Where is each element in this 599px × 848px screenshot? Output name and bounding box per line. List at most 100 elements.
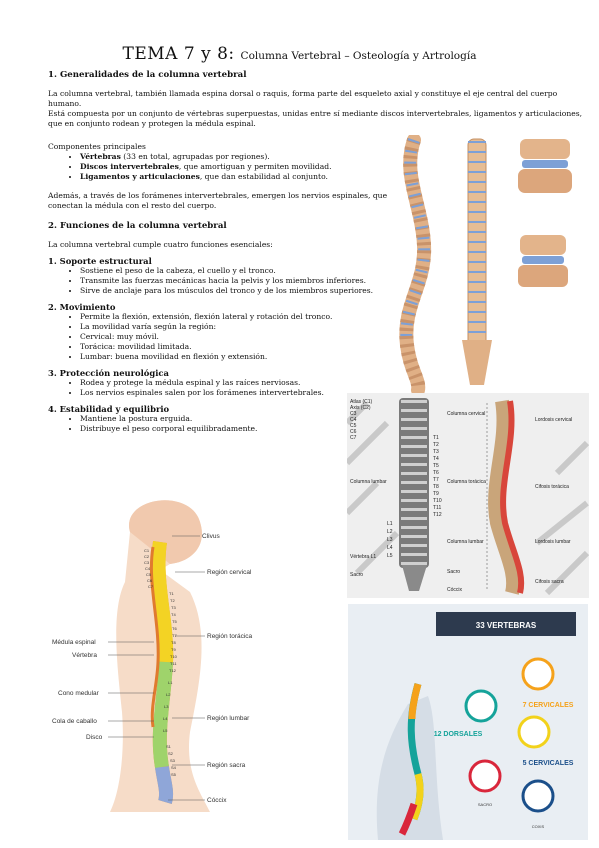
svg-text:C1: C1 [144, 548, 150, 553]
t-label: T5 [433, 463, 439, 469]
region-label: Cono medular [58, 690, 100, 697]
l-label: L3 [387, 537, 393, 543]
curve-label: C5 [350, 423, 357, 429]
list-item: Mantiene la postura erguida. [80, 414, 393, 424]
function-1-heading: 1. Soporte estructural [48, 256, 152, 266]
svg-text:S2: S2 [168, 751, 174, 756]
curve-label: Lordosis lumbar [535, 539, 571, 545]
list-item: Los nervios espinales salen por los forá… [80, 388, 393, 398]
svg-text:C6: C6 [147, 578, 153, 583]
list-item: Ligamentos y articulaciones, que dan est… [80, 172, 393, 182]
vertebra-detail-illustration [518, 139, 572, 287]
region-label: Cola de caballo [52, 718, 97, 725]
paragraph-1: La columna vertebral, también llamada es… [48, 89, 558, 108]
curve-label: Columna torácica [447, 479, 486, 485]
section-1-heading: 1. Generalidades de la columna vertebral [48, 70, 247, 80]
curve-label: Sacro [350, 572, 363, 578]
svg-text:T10: T10 [170, 654, 178, 659]
curve-label: Cóccix [447, 587, 463, 593]
list-item: Sirve de anclaje para los músculos del t… [80, 286, 393, 296]
svg-text:T2: T2 [170, 598, 175, 603]
svg-text:C3: C3 [144, 560, 150, 565]
list-item: Lumbar: buena movilidad en flexión y ext… [80, 352, 393, 362]
svg-text:T6: T6 [172, 626, 177, 631]
svg-text:S1: S1 [166, 744, 172, 749]
t-label: T9 [433, 491, 439, 497]
t-label: T1 [433, 435, 439, 441]
region-label: Región lumbar [207, 715, 250, 722]
svg-text:T7: T7 [172, 633, 177, 638]
l-label: L4 [387, 545, 393, 551]
svg-text:S3: S3 [170, 758, 176, 763]
paragraph-2: Está compuesta por un conjunto de vérteb… [48, 109, 583, 128]
svg-text:L5: L5 [163, 728, 168, 733]
lumbar-label: 5 CERVICALES [523, 760, 574, 767]
list-item: Transmite las fuerzas mecánicas hacia la… [80, 276, 393, 286]
section-2-intro: La columna vertebral cumple cuatro funci… [48, 240, 273, 249]
function-3-heading: 3. Protección neurológica [48, 368, 169, 378]
title-main: TEMA 7 y 8: [122, 44, 235, 64]
svg-text:S4: S4 [171, 765, 177, 770]
function-1-list: Sostiene el peso de la cabeza, el cuello… [48, 266, 393, 296]
region-label: Región cervical [207, 569, 252, 576]
svg-text:T3: T3 [171, 605, 176, 610]
spine-photo-image [392, 135, 588, 393]
curve-label: Columna lumbar [350, 479, 387, 485]
region-label: Vértebra [72, 652, 97, 659]
svg-text:T9: T9 [171, 647, 176, 652]
spine-curves-image: Atlas (C1) Axis (C2) C3 C4 C5 C6 C7 Colu… [347, 393, 589, 598]
curve-label: Cifosis torácica [535, 484, 569, 490]
vertebra-labels: C1 C2 C3 C4 C5 C6 C7 T1 T2 T3 T4 T5 T6 T… [144, 548, 178, 777]
curve-label: C6 [350, 429, 357, 435]
page-title: TEMA 7 y 8: Columna Vertebral – Osteolog… [0, 44, 599, 64]
components-list: Vértebras (33 en total, agrupadas por re… [48, 152, 393, 182]
function-3-list: Rodea y protege la médula espinal y las … [48, 378, 393, 398]
list-item: Distribuye el peso corporal equilibradam… [80, 424, 393, 434]
list-item: Cervical: muy móvil. [80, 332, 393, 342]
region-label: Clivus [202, 533, 220, 540]
svg-text:S5: S5 [171, 772, 177, 777]
curve-label: Vértebra L1 [350, 554, 376, 560]
region-label: Región sacra [207, 762, 246, 769]
t-label: T6 [433, 470, 439, 476]
function-2-heading: 2. Movimiento [48, 302, 116, 312]
list-item: Vértebras (33 en total, agrupadas por re… [80, 152, 393, 162]
spine-regions-image: Clivus Región cervical Región torácica R… [50, 492, 312, 827]
svg-text:L4: L4 [163, 716, 168, 721]
svg-text:T5: T5 [172, 619, 177, 624]
l-label: L5 [387, 553, 393, 559]
list-item: La movilidad varía según la región: [80, 322, 393, 332]
svg-text:L1: L1 [168, 680, 173, 685]
components-label: Componentes principales [48, 142, 146, 151]
t-label: T7 [433, 477, 439, 483]
banner-label: 33 VERTEBRAS [476, 621, 537, 630]
intro-block: La columna vertebral, también llamada es… [48, 89, 588, 129]
svg-text:T12: T12 [169, 668, 177, 673]
list-item: Torácica: movilidad limitada. [80, 342, 393, 352]
svg-text:L3: L3 [164, 704, 169, 709]
function-2-list: Permite la flexión, extensión, flexión l… [48, 312, 393, 362]
curve-label: C3 [350, 411, 357, 417]
curve-label: Columna cervical [447, 411, 485, 417]
svg-text:C5: C5 [146, 572, 152, 577]
svg-text:T4: T4 [171, 612, 176, 617]
dorsal-label: 12 DORSALES [434, 731, 483, 738]
svg-text:T11: T11 [170, 661, 177, 666]
region-label: Médula espinal [52, 639, 96, 646]
svg-text:C7: C7 [148, 584, 154, 589]
l-label: L2 [387, 529, 393, 535]
title-sub: Columna Vertebral – Osteología y Artrolo… [240, 50, 477, 62]
t-label: T4 [433, 456, 439, 462]
list-item: Permite la flexión, extensión, flexión l… [80, 312, 393, 322]
paragraph-3: Además, a través de los forámenes interv… [48, 191, 388, 210]
svg-text:C4: C4 [145, 566, 151, 571]
list-item: Discos intervertebrales, que amortiguan … [80, 162, 393, 172]
curve-label: Sacro [447, 569, 460, 575]
vertebras-infographic: 33 VERTEBRAS 7 CERVICALES 12 DORSALES 5 … [348, 604, 588, 840]
t-label: T3 [433, 449, 439, 455]
function-4-heading: 4. Estabilidad y equilibrio [48, 404, 170, 414]
function-4-list: Mantiene la postura erguida. Distribuye … [48, 414, 393, 434]
t-label: T8 [433, 484, 439, 490]
curve-label: C7 [350, 435, 357, 441]
curve-label: Columna lumbar [447, 539, 484, 545]
